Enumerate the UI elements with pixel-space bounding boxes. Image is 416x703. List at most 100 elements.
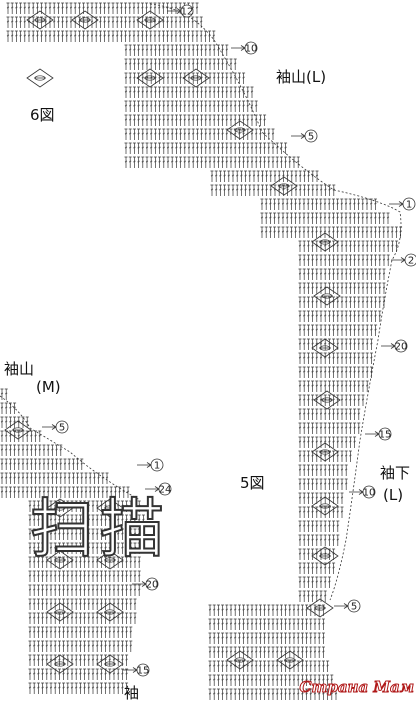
diamond-motif — [96, 654, 124, 674]
chain-loop — [284, 657, 296, 663]
diamond-motif — [71, 10, 99, 30]
diamond-motif — [182, 68, 210, 88]
chain-loop — [104, 661, 116, 667]
diamond-motif — [96, 602, 124, 622]
sleeve-cap-m-size: (M) — [36, 378, 61, 396]
row-arrow — [42, 424, 57, 430]
diamond-motif — [46, 602, 74, 622]
row-number: 1 — [406, 200, 412, 211]
chain-loop — [54, 661, 66, 667]
stitch-row — [298, 464, 348, 476]
row-arrow — [365, 431, 380, 437]
chain-loop — [190, 75, 202, 81]
chain-loop — [54, 505, 66, 511]
row-number-circle — [136, 663, 150, 677]
row-number-circle — [55, 420, 69, 434]
chain-loop — [144, 75, 156, 81]
row-number: 10 — [363, 488, 376, 499]
stitch-row — [124, 86, 254, 98]
stitch-row — [0, 486, 130, 498]
chain-loop — [79, 17, 91, 23]
stitch-row — [208, 674, 334, 686]
diamond-motif — [26, 10, 54, 30]
stitch-row — [208, 646, 325, 658]
sleeve-bottom-label: 袖 — [124, 684, 140, 702]
row-number-circle — [362, 485, 376, 499]
chain-loop — [319, 239, 331, 245]
scan-watermark: 扫描 — [29, 492, 170, 568]
chain-loop — [34, 75, 46, 81]
stitch-row — [124, 58, 237, 70]
stitch-row — [124, 44, 229, 56]
stitch-row — [0, 458, 84, 470]
row-number: 5 — [351, 602, 357, 613]
row-number-circle — [347, 599, 361, 613]
row-number-circle — [180, 4, 194, 18]
row-number: 2 — [408, 256, 414, 267]
row-arrow — [381, 343, 396, 349]
stitch-row — [124, 72, 246, 84]
stitch-row — [6, 30, 216, 42]
row-number-circle — [404, 253, 416, 267]
row-number: 15 — [379, 430, 392, 441]
stitch-row — [28, 556, 141, 568]
stitch-row — [298, 240, 399, 252]
diamond-motif — [270, 176, 298, 196]
chain-edge — [149, 3, 402, 601]
stitch-row — [298, 254, 390, 266]
row-number-circle — [158, 482, 172, 496]
stitch-row — [298, 366, 373, 378]
stitch-row — [28, 598, 137, 610]
figure-6-label: 6図 — [30, 106, 55, 124]
stitch-row — [0, 402, 17, 414]
chain-edge-left — [0, 395, 141, 501]
row-number: 10 — [245, 44, 258, 55]
stitch-row — [298, 380, 369, 392]
chain-loop — [104, 557, 116, 563]
stitch-row — [0, 416, 29, 428]
stitch-row — [210, 170, 319, 182]
stitch-row — [28, 528, 145, 540]
row-number: 5 — [59, 423, 65, 434]
chain-loop — [12, 427, 24, 433]
chain-loop — [104, 505, 116, 511]
diamond-motif — [276, 650, 304, 670]
stitch-row — [298, 310, 382, 322]
row-number-circle — [145, 577, 159, 591]
stitch-row — [208, 618, 325, 630]
stitch-row — [298, 520, 340, 532]
stitch-row — [28, 682, 129, 694]
diamond-motif — [311, 442, 339, 462]
stitch-row — [124, 128, 275, 140]
chain-loop — [54, 609, 66, 615]
chain-loop — [34, 17, 46, 23]
row-arrow — [334, 603, 349, 609]
row-arrow — [291, 133, 306, 139]
stitch-row — [260, 212, 390, 224]
chain-loop — [234, 657, 246, 663]
stitch-row — [28, 542, 141, 554]
row-arrow — [231, 45, 246, 51]
stitch-row — [0, 388, 8, 400]
row-number-circle — [402, 197, 416, 211]
diamond-motif — [226, 120, 254, 140]
diamond-motif — [311, 338, 339, 358]
stitch-row — [298, 436, 357, 448]
stitch-row — [298, 478, 348, 490]
row-number-circle — [150, 458, 164, 472]
chain-loop — [144, 17, 156, 23]
figure-5-label: 5図 — [240, 474, 265, 492]
stitch-row — [210, 184, 336, 196]
diamond-motif — [96, 498, 124, 518]
row-number: 15 — [137, 666, 150, 677]
stitch-row — [124, 100, 258, 112]
row-number: 20 — [146, 580, 159, 591]
sleeve-under-size: (L) — [383, 486, 404, 504]
stitch-row — [298, 422, 361, 434]
stitch-row — [28, 612, 137, 624]
row-number: 5 — [308, 132, 314, 143]
stitch-row — [298, 562, 336, 574]
stitch-row — [260, 198, 377, 210]
stitch-row — [28, 514, 145, 526]
stitch-row — [298, 492, 344, 504]
